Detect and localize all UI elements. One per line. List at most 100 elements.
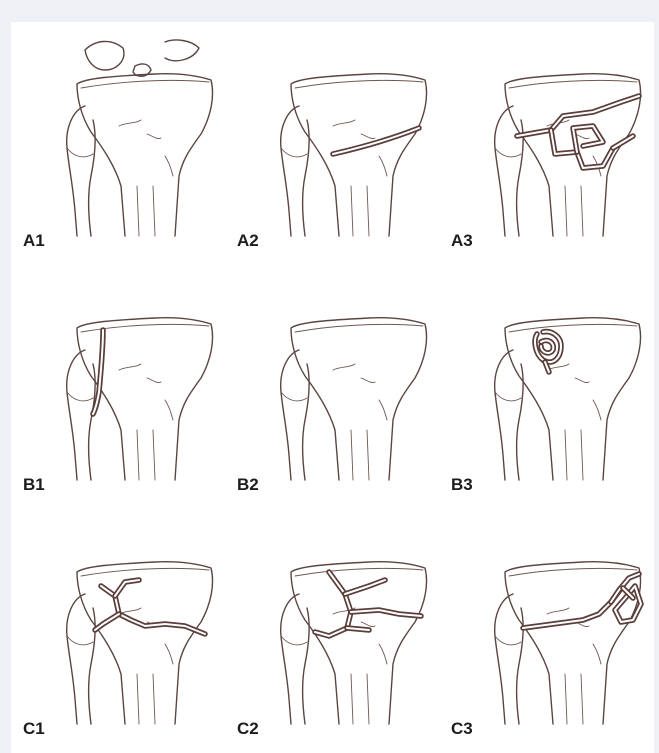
tibia-group xyxy=(281,562,427,724)
panel-a1: A1 xyxy=(11,22,226,265)
shaft-line xyxy=(581,186,583,236)
tibia-group xyxy=(495,74,641,236)
panel-c3: C3 xyxy=(439,510,654,753)
fibula-head-line xyxy=(495,392,521,401)
panel-label-b1: B1 xyxy=(23,475,45,495)
fibula-head-line xyxy=(281,148,307,157)
fibula-outline xyxy=(281,350,309,480)
contour-line xyxy=(593,644,601,664)
contour-line xyxy=(547,608,569,614)
tibia-drawing-b3 xyxy=(439,266,654,509)
fibula-outline xyxy=(281,594,309,724)
tibia-outline xyxy=(291,562,427,724)
fibula-outline xyxy=(495,106,523,236)
fibula-outline xyxy=(495,350,523,480)
tibia-drawing-a3 xyxy=(439,22,654,265)
panel-label-b3: B3 xyxy=(451,475,473,495)
fibula-outline xyxy=(67,106,95,236)
contour-line xyxy=(165,156,173,176)
contour-line xyxy=(379,400,387,420)
shaft-line xyxy=(153,674,155,724)
tibia-outline xyxy=(291,74,427,236)
tibia-drawing-b2 xyxy=(225,266,440,509)
panel-c2: C2 xyxy=(225,510,440,753)
contour-line xyxy=(379,156,387,176)
tibia-group xyxy=(67,562,213,724)
contour-line xyxy=(379,644,387,664)
contour-line xyxy=(119,364,141,370)
shaft-line xyxy=(367,186,369,236)
shaft-line xyxy=(581,674,583,724)
plateau-ridge xyxy=(295,324,423,332)
fibula-head-line xyxy=(281,636,307,645)
panel-c1: C1 xyxy=(11,510,226,753)
shaft-line xyxy=(351,186,353,236)
contour-line xyxy=(333,364,355,370)
panel-label-a3: A3 xyxy=(451,231,473,251)
panel-b2: B2 xyxy=(225,266,440,509)
shaft-line xyxy=(367,674,369,724)
tibia-outline xyxy=(77,74,213,236)
fracture-line-highlight xyxy=(613,136,633,148)
contour-line xyxy=(361,378,375,383)
plateau-ridge xyxy=(81,80,209,88)
panel-b3: B3 xyxy=(439,266,654,509)
tibia-group xyxy=(281,74,427,236)
fibula-outline xyxy=(67,594,95,724)
fibula-head-line xyxy=(67,636,93,645)
shaft-line xyxy=(137,430,139,480)
tibia-outline xyxy=(77,562,213,724)
shaft-line xyxy=(351,674,353,724)
contour-line xyxy=(165,644,173,664)
panel-label-c2: C2 xyxy=(237,719,259,739)
plateau-ridge xyxy=(81,324,209,332)
shaft-line xyxy=(153,430,155,480)
tibia-group xyxy=(495,562,641,724)
fracture-line-highlight xyxy=(345,580,385,594)
tibia-drawing-a1 xyxy=(11,22,226,265)
fibula-head-line xyxy=(495,148,521,157)
plateau-ridge xyxy=(509,324,637,332)
panel-label-c1: C1 xyxy=(23,719,45,739)
tibia-group xyxy=(67,318,213,480)
tibia-group xyxy=(281,318,427,480)
contour-line xyxy=(119,120,141,126)
tibia-outline xyxy=(505,318,641,480)
contour-line xyxy=(333,120,355,126)
condyle-fragment xyxy=(165,40,199,61)
tibia-outline xyxy=(291,318,427,480)
tibia-drawing-c3 xyxy=(439,510,654,753)
panel-label-c3: C3 xyxy=(451,719,473,739)
contour-line xyxy=(593,400,601,420)
fibula-outline xyxy=(495,594,523,724)
shaft-line xyxy=(351,430,353,480)
condyle-fragment xyxy=(85,41,124,70)
shaft-line xyxy=(565,186,567,236)
tibia-group xyxy=(495,318,641,480)
fibula-head-line xyxy=(67,148,93,157)
panel-label-a2: A2 xyxy=(237,231,259,251)
tibia-drawing-c2 xyxy=(225,510,440,753)
shaft-line xyxy=(581,430,583,480)
panel-a3: A3 xyxy=(439,22,654,265)
contour-line xyxy=(361,622,375,627)
figure: A1 A2 A3 B1 B2 B3 C1 C2 C3 xyxy=(11,22,654,753)
plateau-ridge xyxy=(509,80,637,88)
tibia-group xyxy=(67,40,213,236)
shaft-line xyxy=(565,674,567,724)
shaft-line xyxy=(137,186,139,236)
contour-line xyxy=(147,134,161,139)
plateau-ridge xyxy=(509,568,637,576)
panel-a2: A2 xyxy=(225,22,440,265)
fracture-line-highlight xyxy=(95,614,119,630)
fibula-head-line xyxy=(67,392,93,401)
shaft-line xyxy=(137,674,139,724)
shaft-line xyxy=(565,430,567,480)
tibia-drawing-b1 xyxy=(11,266,226,509)
fibula-head-line xyxy=(281,392,307,401)
shaft-line xyxy=(153,186,155,236)
contour-line xyxy=(165,400,173,420)
fibula-head-line xyxy=(495,636,521,645)
tibia-drawing-c1 xyxy=(11,510,226,753)
panel-b1: B1 xyxy=(11,266,226,509)
